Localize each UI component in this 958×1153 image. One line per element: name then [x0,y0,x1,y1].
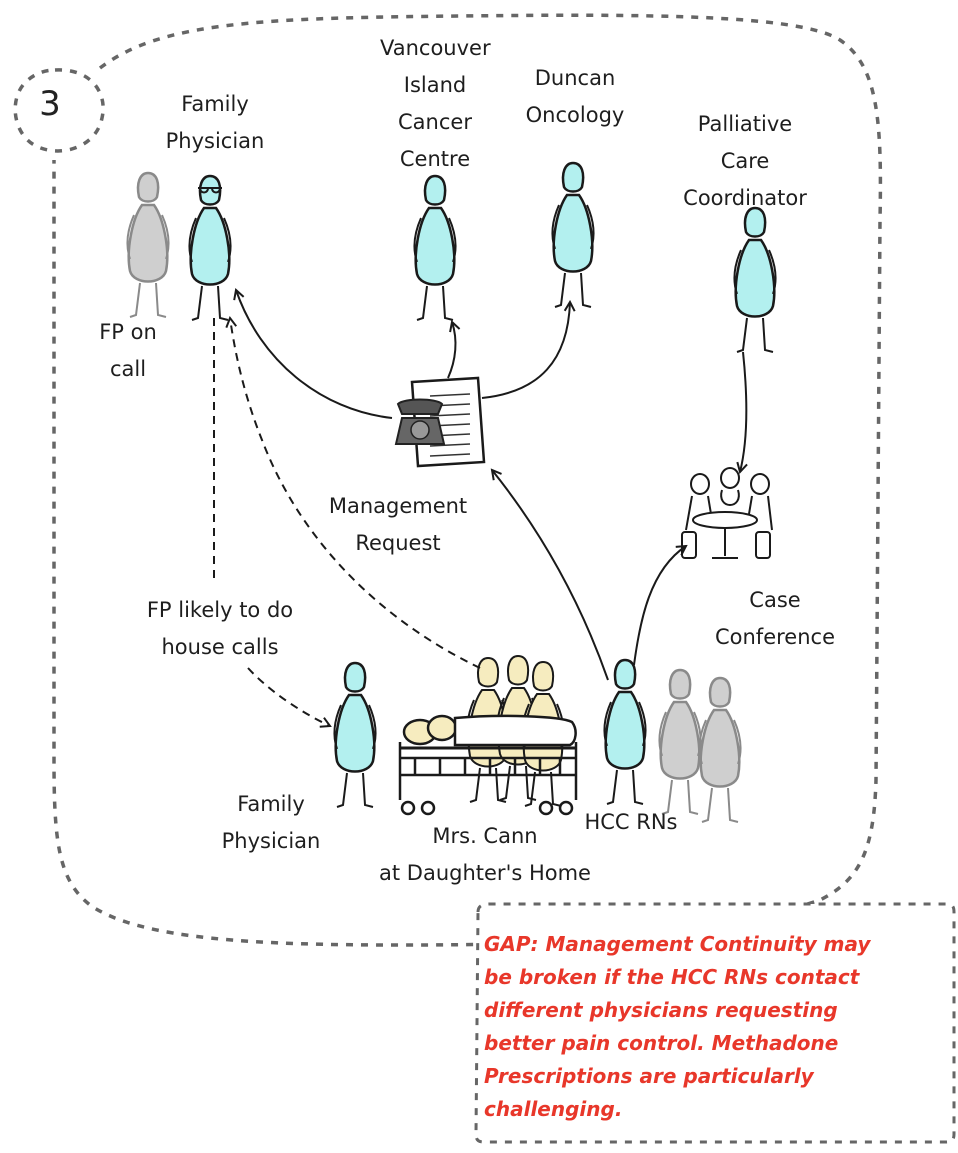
dashed-connector-family-to-physician [230,318,481,669]
hospital-bed-icon [398,714,578,816]
vancouver-cancer-centre-figure [413,174,457,322]
family-physician-bottom-figure [333,661,377,809]
case-conference-table-icon [681,467,773,559]
family-physician-top-figure [188,174,232,322]
step-number: 3 [39,84,61,124]
connector-coordinator-to-conference [740,351,746,472]
duncan-oncology-figure [551,161,595,309]
connector-phone-to-family-physician [236,290,393,419]
connector-phone-to-duncan-oncology [481,302,570,399]
hcc-rn-colleague-figure-1 [658,668,702,816]
palliative-coordinator-figure [733,206,777,354]
connector-rns-to-conference [633,546,686,666]
connector-phone-to-cancer-centre [447,322,455,379]
hcc-rn-figure [603,658,647,806]
connector-rns-to-management-request [492,470,609,681]
label-hcc-rns: HCC RNs [584,810,678,834]
region-border [52,13,883,947]
telephone-document-icon [394,376,486,468]
step-badge-circle [13,68,105,153]
hcc-rn-colleague-figure-2 [698,676,742,824]
gap-note-text: GAP: Management Continuity may be broken… [484,932,871,1121]
dashed-connector-house-calls-to-physician [247,667,330,726]
gap-note-box [474,902,956,1144]
fp-on-call-figure [126,171,170,319]
